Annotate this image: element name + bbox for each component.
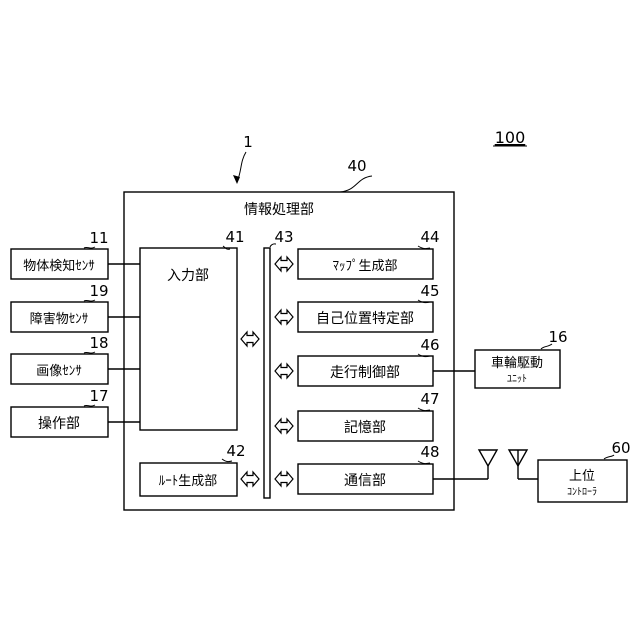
wheel-drive-ref: 16 xyxy=(548,328,567,346)
antenna-left-icon xyxy=(479,450,497,466)
comm-ref: 48 xyxy=(420,443,439,461)
image-sensor-label: 画像ｾﾝｻ xyxy=(36,364,82,379)
obstacle-label: 障害物ｾﾝｻ xyxy=(30,311,89,327)
host-controller-line1: 上位 xyxy=(569,469,595,484)
travel-control-label: 走行制御部 xyxy=(330,365,400,381)
wheel-drive-line1: 車輪駆動 xyxy=(491,355,543,371)
image-sensor-ref: 18 xyxy=(89,334,108,352)
info-unit-title: 情報処理部 xyxy=(244,202,314,218)
operation-leader xyxy=(84,405,95,406)
obstacle-leader xyxy=(84,300,95,301)
obstacle-ref: 19 xyxy=(89,282,108,300)
host-controller-line2: ｺﾝﾄﾛｰﾗ xyxy=(567,487,597,498)
route-gen-ref: 42 xyxy=(226,442,245,460)
figure-number: 100 xyxy=(495,128,526,147)
operation-ref: 17 xyxy=(89,387,108,405)
map-gen-ref: 44 xyxy=(420,228,439,246)
input-unit-ref: 41 xyxy=(225,228,244,246)
image-sensor-leader xyxy=(84,352,95,353)
internal-bus xyxy=(264,248,270,498)
bus-ref: 43 xyxy=(274,228,293,246)
storage-ref: 47 xyxy=(420,390,439,408)
route-gen-label: ﾙｰﾄ生成部 xyxy=(159,474,218,489)
storage-label: 記憶部 xyxy=(344,419,386,436)
host-controller-ref: 60 xyxy=(611,439,630,457)
map-gen-label: ﾏｯﾌﾟ生成部 xyxy=(332,259,397,274)
info-unit-leader xyxy=(340,176,372,192)
travel-control-ref: 46 xyxy=(420,336,439,354)
wheel-drive-leader xyxy=(541,344,552,349)
object-detect-leader xyxy=(84,247,95,248)
object-detect-ref: 11 xyxy=(89,229,108,247)
device-ref: 1 xyxy=(243,133,253,151)
wheel-drive-line2: ﾕﾆｯﾄ xyxy=(507,374,527,385)
self-position-label: 自己位置特定部 xyxy=(316,311,414,327)
object-detect-label: 物体検知ｾﾝｻ xyxy=(23,258,95,274)
comm-label: 通信部 xyxy=(344,473,386,489)
info-unit-ref: 40 xyxy=(347,157,366,175)
operation-label: 操作部 xyxy=(38,416,80,432)
host-controller-leader xyxy=(604,455,614,459)
self-position-ref: 45 xyxy=(420,282,439,300)
input-unit-label: 入力部 xyxy=(167,268,209,284)
